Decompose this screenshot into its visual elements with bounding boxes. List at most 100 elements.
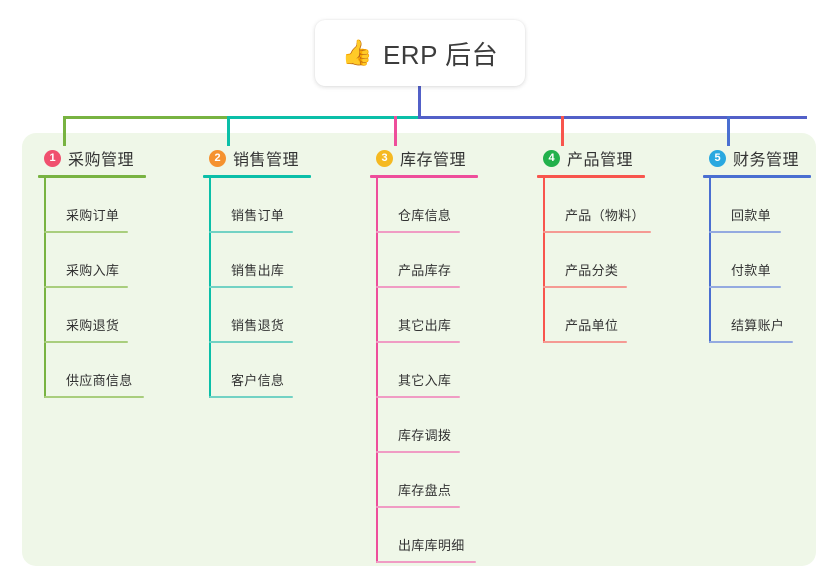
leaf-label: 其它入库 — [398, 373, 452, 388]
leaf-label: 产品（物料） — [565, 208, 645, 223]
leaf-node[interactable]: 库存盘点 — [376, 453, 478, 508]
leaf-label: 结算账户 — [731, 318, 785, 333]
leaf-rule — [209, 341, 293, 343]
leaf-label: 产品单位 — [565, 318, 619, 333]
leaf-label: 产品库存 — [398, 263, 452, 278]
leaf-label: 销售退货 — [231, 318, 285, 333]
leaf-rule — [543, 231, 651, 233]
leaf-node[interactable]: 库存调拨 — [376, 398, 478, 453]
branch-spine — [44, 178, 46, 398]
branch-index-badge: 5 — [709, 149, 726, 167]
branch-spine — [709, 178, 711, 343]
branch-drop-1 — [63, 116, 66, 146]
leaf-node[interactable]: 其它入库 — [376, 343, 478, 398]
leaf-rule — [376, 506, 460, 508]
leaf-node[interactable]: 回款单 — [709, 178, 811, 233]
leaf-rule — [376, 451, 460, 453]
leaf-node[interactable]: 销售出库 — [209, 233, 311, 288]
leaf-rule — [709, 286, 781, 288]
branch-items: 回款单付款单结算账户 — [709, 178, 811, 343]
leaf-node[interactable]: 销售订单 — [209, 178, 311, 233]
leaf-label: 销售出库 — [231, 263, 285, 278]
leaf-label: 库存调拨 — [398, 428, 452, 443]
leaf-node[interactable]: 产品库存 — [376, 233, 478, 288]
leaf-label: 采购入库 — [66, 263, 120, 278]
leaf-rule — [209, 396, 293, 398]
leaf-rule — [543, 341, 627, 343]
branch-header-rule — [703, 175, 811, 178]
leaf-rule — [543, 286, 627, 288]
leaf-node[interactable]: 付款单 — [709, 233, 811, 288]
leaf-label: 客户信息 — [231, 373, 285, 388]
leaf-rule — [44, 341, 128, 343]
leaf-node[interactable]: 产品（物料） — [543, 178, 651, 233]
branch-items: 采购订单采购入库采购退货供应商信息 — [44, 178, 146, 398]
root-stem — [418, 86, 421, 119]
leaf-node[interactable]: 产品单位 — [543, 288, 645, 343]
leaf-rule — [376, 231, 460, 233]
leaf-node[interactable]: 销售退货 — [209, 288, 311, 343]
branch-column-库存管理[interactable]: 3 库存管理仓库信息产品库存其它出库其它入库库存调拨库存盘点出库库明细 — [370, 146, 478, 563]
branches-panel — [22, 133, 816, 566]
leaf-rule — [376, 396, 460, 398]
branch-drop-5 — [727, 116, 730, 146]
leaf-node[interactable]: 其它出库 — [376, 288, 478, 343]
leaf-rule — [44, 396, 144, 398]
branch-header-5[interactable]: 5 财务管理 — [703, 146, 811, 170]
branch-header-rule — [203, 175, 311, 178]
leaf-node[interactable]: 客户信息 — [209, 343, 311, 398]
thumbs-up-icon: 👍 — [341, 38, 373, 67]
branch-header-rule — [38, 175, 146, 178]
branch-index-badge: 3 — [376, 149, 393, 167]
branch-header-rule — [370, 175, 478, 178]
leaf-rule — [209, 231, 293, 233]
branch-items: 仓库信息产品库存其它出库其它入库库存调拨库存盘点出库库明细 — [376, 178, 478, 563]
branch-title: 财务管理 — [733, 152, 800, 169]
leaf-node[interactable]: 仓库信息 — [376, 178, 478, 233]
leaf-rule — [376, 341, 460, 343]
leaf-label: 采购退货 — [66, 318, 120, 333]
branch-title: 库存管理 — [400, 152, 467, 169]
branch-drop-3 — [394, 116, 397, 146]
leaf-node[interactable]: 供应商信息 — [44, 343, 146, 398]
leaf-node[interactable]: 采购入库 — [44, 233, 146, 288]
leaf-label: 产品分类 — [565, 263, 619, 278]
leaf-label: 其它出库 — [398, 318, 452, 333]
leaf-label: 付款单 — [731, 263, 771, 278]
branch-items: 销售订单销售出库销售退货客户信息 — [209, 178, 311, 398]
leaf-node[interactable]: 产品分类 — [543, 233, 645, 288]
root-node[interactable]: 👍 ERP 后台 — [315, 20, 525, 86]
branch-spine — [376, 178, 378, 563]
leaf-rule — [209, 286, 293, 288]
leaf-label: 出库库明细 — [398, 538, 465, 553]
branch-drop-2 — [227, 116, 230, 146]
trunk-segment-1 — [63, 116, 227, 119]
branch-spine — [209, 178, 211, 398]
branch-title: 产品管理 — [567, 152, 634, 169]
leaf-rule — [709, 341, 793, 343]
leaf-rule — [376, 286, 460, 288]
leaf-node[interactable]: 采购订单 — [44, 178, 146, 233]
branch-index-badge: 2 — [209, 149, 226, 167]
leaf-label: 采购订单 — [66, 208, 120, 223]
branch-drop-4 — [561, 116, 564, 146]
branch-header-3[interactable]: 3 库存管理 — [370, 146, 478, 170]
leaf-label: 销售订单 — [231, 208, 285, 223]
leaf-node[interactable]: 结算账户 — [709, 288, 811, 343]
leaf-node[interactable]: 采购退货 — [44, 288, 146, 343]
leaf-label: 库存盘点 — [398, 483, 452, 498]
leaf-rule — [44, 286, 128, 288]
branch-title: 采购管理 — [68, 152, 135, 169]
leaf-rule — [376, 561, 476, 563]
branch-column-财务管理[interactable]: 5 财务管理回款单付款单结算账户 — [703, 146, 811, 343]
leaf-node[interactable]: 出库库明细 — [376, 508, 478, 563]
leaf-label: 供应商信息 — [66, 373, 133, 388]
leaf-label: 回款单 — [731, 208, 771, 223]
